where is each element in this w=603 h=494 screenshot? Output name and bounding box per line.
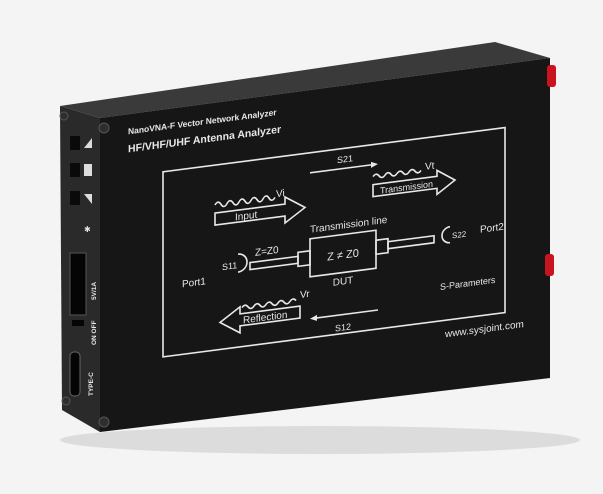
s22-label: S22 bbox=[452, 230, 467, 241]
vt-wave bbox=[372, 168, 422, 179]
power-switch[interactable] bbox=[72, 320, 84, 326]
button-up[interactable] bbox=[70, 136, 80, 150]
port1-connector bbox=[545, 254, 554, 276]
vr-wave bbox=[241, 298, 297, 310]
port2-connector bbox=[547, 65, 556, 87]
switch-label: ON OFF bbox=[91, 320, 98, 345]
arrowhead-icon bbox=[310, 314, 317, 321]
vr-label: Vr bbox=[300, 289, 310, 301]
s11-loop-icon bbox=[237, 253, 248, 273]
screw-icon bbox=[98, 416, 110, 428]
vi-label: Vi bbox=[276, 188, 285, 200]
transmission-arrow bbox=[372, 168, 457, 198]
sd-card-slot[interactable] bbox=[69, 252, 87, 316]
port2-label: Port2 bbox=[480, 222, 504, 236]
vi-wave bbox=[214, 195, 276, 208]
input-label: Input bbox=[235, 210, 257, 224]
led-icon: ✱ bbox=[84, 225, 91, 234]
z-neq-label: Z ≠ Z0 bbox=[327, 248, 359, 264]
right-cable bbox=[387, 234, 435, 250]
s21-label: S21 bbox=[337, 153, 353, 165]
s11-label: S11 bbox=[222, 260, 237, 272]
side-buttons: ✱ 5V/1A ON OFF TYPE-C bbox=[69, 136, 98, 397]
s21-arrow bbox=[310, 163, 376, 174]
s12-arrow bbox=[312, 309, 378, 320]
usb-label: TYPE-C bbox=[88, 372, 95, 396]
button-push[interactable] bbox=[70, 163, 80, 177]
arrowhead-icon bbox=[371, 161, 378, 168]
s22-loop-icon bbox=[441, 225, 451, 244]
diagram-frame bbox=[162, 126, 506, 358]
reflection-arrow bbox=[218, 305, 301, 335]
power-label: 5V/1A bbox=[91, 282, 98, 300]
dut-label: DUT bbox=[333, 275, 354, 289]
left-cable bbox=[249, 255, 299, 271]
shadow bbox=[60, 426, 580, 454]
screw-icon bbox=[61, 396, 71, 406]
triangle-up-icon bbox=[84, 138, 92, 148]
screw-icon bbox=[59, 111, 69, 121]
z-eq-label: Z=Z0 bbox=[255, 245, 279, 259]
input-arrow bbox=[214, 195, 307, 227]
screw-icon bbox=[98, 122, 110, 134]
button-down[interactable] bbox=[70, 191, 80, 205]
square-icon bbox=[84, 164, 92, 176]
device-front-face bbox=[100, 58, 550, 432]
s12-label: S12 bbox=[335, 322, 351, 334]
usb-c-port[interactable] bbox=[69, 351, 81, 397]
port1-label: Port1 bbox=[182, 276, 206, 290]
device-top-edge bbox=[60, 42, 550, 118]
triangle-down-icon bbox=[84, 194, 92, 204]
vt-label: Vt bbox=[425, 161, 435, 173]
